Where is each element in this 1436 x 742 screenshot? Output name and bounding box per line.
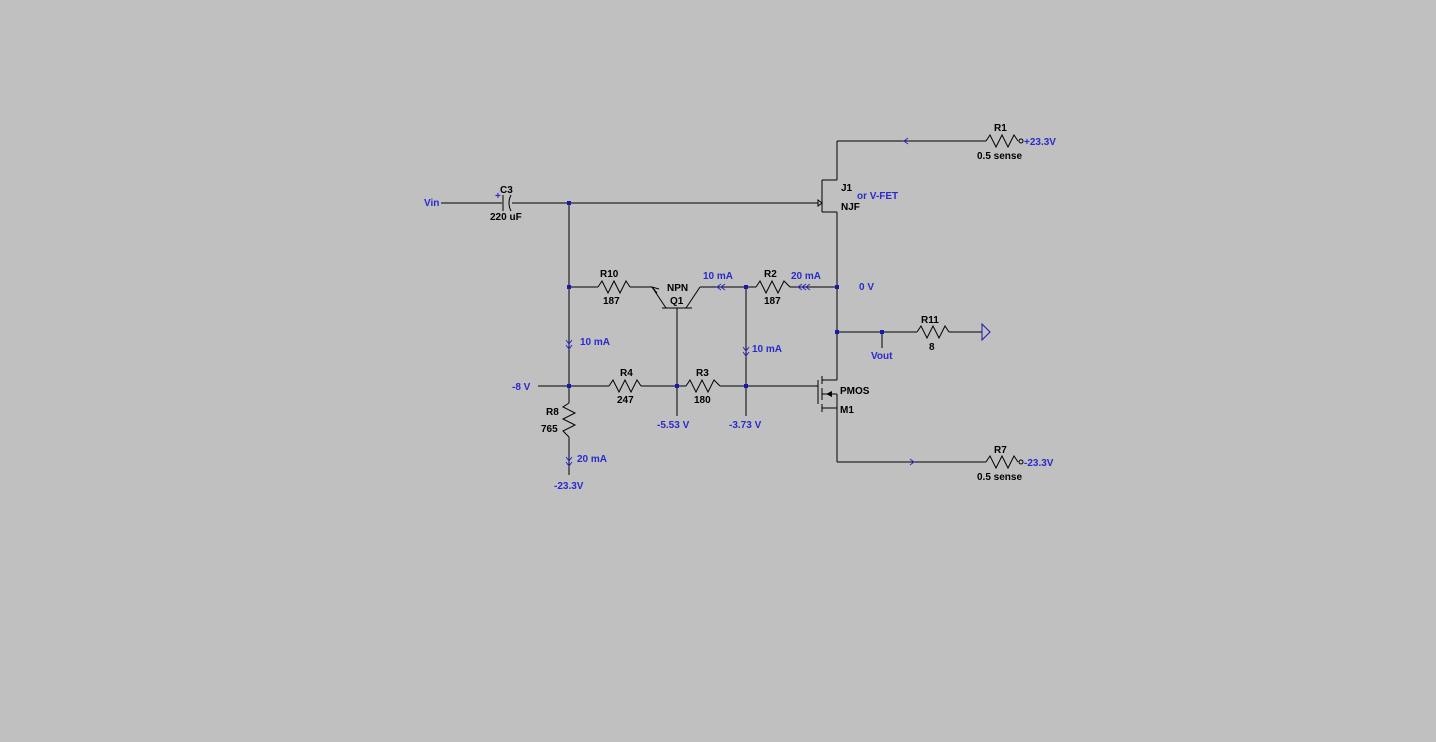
r2-name: R2 <box>764 269 777 280</box>
resistor-r7[interactable]: R7 0.5 sense -23.3V <box>909 445 1054 483</box>
resistor-r2[interactable]: R2 187 <box>755 269 791 307</box>
ground-flag-icon <box>981 322 991 342</box>
c3-polarity: + <box>495 191 501 202</box>
q1-name: Q1 <box>670 296 684 307</box>
r11-value: 8 <box>929 342 935 353</box>
r10-value: 187 <box>603 296 620 307</box>
wires <box>441 140 986 475</box>
c3-name: C3 <box>500 185 513 196</box>
r1-supply: +23.3V <box>1024 137 1056 148</box>
output-node-voltage: 0 V <box>859 282 874 293</box>
c3-value: 220 uF <box>490 212 522 223</box>
current-q1-label: 10 mA <box>703 271 733 282</box>
r7-name: R7 <box>994 445 1007 456</box>
j1-type: NJF <box>841 202 860 213</box>
transistor-q1[interactable]: NPN Q1 <box>650 283 701 309</box>
jfet-j1[interactable]: J1 or V-FET NJF <box>817 179 898 213</box>
current-left-label: 10 mA <box>580 337 610 348</box>
r10-name: R10 <box>600 269 619 280</box>
r8-value: 765 <box>541 424 558 435</box>
resistor-r4[interactable]: R4 247 <box>608 368 642 406</box>
q1-type: NPN <box>667 283 688 294</box>
vout-label: Vout <box>871 351 893 362</box>
j1-note: or V-FET <box>857 191 898 202</box>
resistor-r3[interactable]: R3 180 <box>685 368 721 406</box>
current-arrows-vertical <box>565 339 750 467</box>
resistor-r1[interactable]: R1 0.5 sense +23.3V <box>903 123 1056 162</box>
voltage-q1-base-label: -5.53 V <box>657 420 690 431</box>
capacitor-c3[interactable]: C3 + 220 uF <box>490 185 522 223</box>
r7-value: 0.5 sense <box>977 472 1022 483</box>
mosfet-m1[interactable]: PMOS M1 <box>817 374 870 418</box>
r7-supply: -23.3V <box>1024 458 1054 469</box>
current-arrows-top <box>716 283 811 291</box>
vin-label: Vin <box>424 198 439 209</box>
r11-name: R11 <box>921 315 939 326</box>
r4-value: 247 <box>617 395 634 406</box>
voltage-gate-label: -3.73 V <box>729 420 762 431</box>
m1-name: M1 <box>840 405 854 416</box>
r1-value: 0.5 sense <box>977 151 1022 162</box>
r2-value: 187 <box>764 296 781 307</box>
voltage-left-label: -8 V <box>512 382 531 393</box>
r8-name: R8 <box>546 407 559 418</box>
current-r2-label: 20 mA <box>791 271 821 282</box>
r1-name: R1 <box>994 123 1007 134</box>
current-mid-label: 10 mA <box>752 344 782 355</box>
r3-name: R3 <box>696 368 709 379</box>
resistor-r8[interactable]: R8 765 <box>541 402 577 438</box>
resistor-r11[interactable]: R11 8 <box>916 315 950 353</box>
current-r8-label: 20 mA <box>577 454 607 465</box>
resistor-r10[interactable]: R10 187 <box>597 269 631 307</box>
r3-value: 180 <box>694 395 711 406</box>
j1-name: J1 <box>841 183 853 194</box>
m1-type: PMOS <box>840 386 870 397</box>
r4-name: R4 <box>620 368 633 379</box>
voltage-r8-bottom-label: -23.3V <box>554 481 584 492</box>
junction-nodes <box>567 201 884 388</box>
